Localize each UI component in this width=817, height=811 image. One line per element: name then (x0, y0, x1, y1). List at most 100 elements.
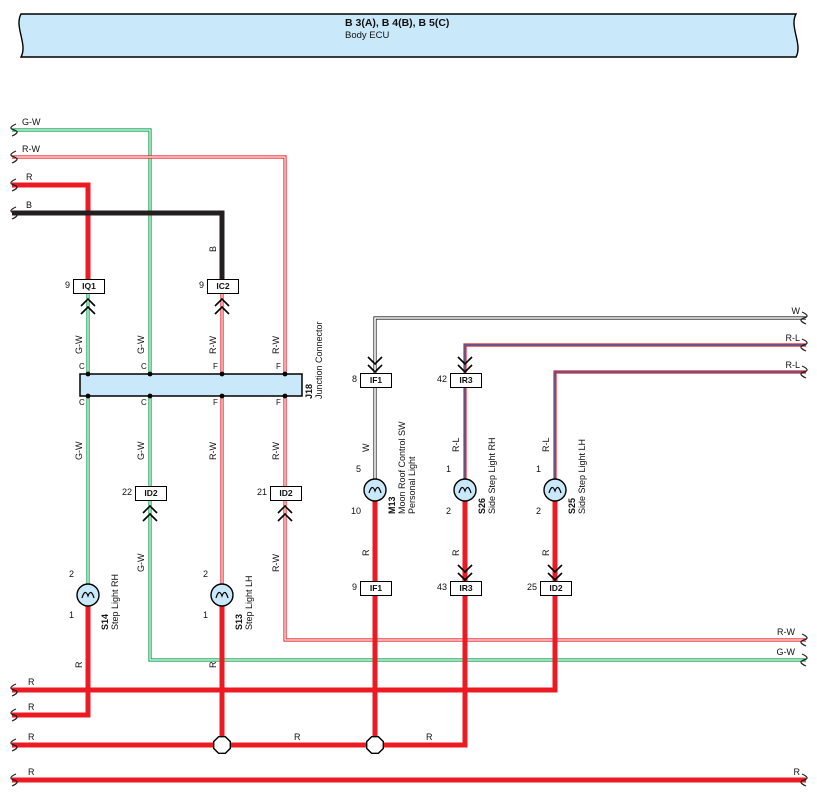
m13-desc: Moon Roof Control SW (397, 421, 407, 514)
wire-tag-c4-mid: R-W (271, 442, 281, 460)
pin-iq1: 9 (64, 280, 70, 290)
junction-connector-bar (79, 373, 303, 397)
s14-name: S14 (100, 613, 110, 630)
junction-desc: Junction Connector (314, 321, 324, 399)
bulb-s26 (453, 478, 477, 502)
pin-s26-top: 1 (445, 464, 451, 474)
right-label-r-bottom: R (793, 767, 801, 777)
pin-id2-22: 22 (121, 487, 132, 497)
pin-s25-bot: 2 (535, 506, 541, 516)
bulb-m13 (363, 478, 387, 502)
junction-dots (85, 371, 288, 399)
splice-octagon-2 (366, 736, 384, 754)
wire-tag-c5-top: W (361, 443, 371, 453)
wire-rl-col7 (553, 370, 806, 479)
connector-box-if1-9: IF1 (360, 581, 392, 596)
right-label-rw-exit: R-W (777, 627, 795, 637)
wire-tag-c4-low: R-W (271, 554, 281, 572)
connector-box-id2-21: ID2 (270, 486, 302, 501)
feed-label-gw: G-W (22, 117, 41, 127)
pin-m13-bot: 10 (350, 506, 361, 516)
s25-name: S25 (567, 497, 577, 514)
component-label-s13: S13 Step Light LH (234, 575, 254, 630)
j18-cavity-bot-4: F (276, 398, 281, 407)
component-label-m13: M13 Moon Roof Control SW Personal Light (387, 421, 417, 514)
connector-box-if1-8: IF1 (360, 373, 392, 388)
pin-m13-top: 5 (355, 464, 361, 474)
wire-tag-c7-top: R-L (541, 437, 551, 452)
component-label-s25: S25 Side Step Light LH (567, 439, 587, 514)
wire-tag-c3-top: R-W (208, 336, 218, 354)
ground-bus-label-b: R (426, 732, 433, 742)
s26-desc: Side Step Light RH (487, 437, 497, 514)
s25-desc: Side Step Light LH (577, 438, 587, 514)
connector-box-iq1: IQ1 (73, 279, 105, 294)
wire-r-col7-ground-bus (12, 595, 558, 693)
wire-b-feed (12, 210, 225, 279)
wire-w-col5 (373, 316, 806, 479)
pin-id2-25: 25 (526, 582, 537, 592)
s13-desc: Step Light LH (244, 575, 254, 630)
bulb-s14 (76, 583, 100, 607)
connector-box-ic2: IC2 (207, 279, 239, 294)
pin-s13-top: 2 (202, 569, 208, 579)
wire-tag-c5-gnd: R (361, 549, 371, 557)
wire-tag-c1-gnd: R (74, 661, 84, 669)
connector-box-ir3-43: IR3 (450, 581, 482, 596)
wire-tag-c3-b: B (208, 245, 218, 252)
pin-ir3-42: 42 (436, 374, 447, 384)
ground-label-r4: R (28, 767, 35, 777)
connector-box-id2-22: ID2 (135, 486, 167, 501)
pin-s25-top: 1 (535, 464, 541, 474)
wire-tag-c1-mid: G-W (74, 441, 84, 461)
component-label-s14: S14 Step Light RH (100, 574, 120, 630)
pin-ir3-43: 43 (436, 582, 447, 592)
connector-box-id2-25: ID2 (540, 581, 572, 596)
wire-r-col6-ground-bus (12, 595, 468, 748)
pin-s14-top: 2 (68, 569, 74, 579)
j18-cavity-top-2: C (141, 362, 147, 371)
right-label-rl2: R-L (785, 360, 800, 370)
ecu-banner-title: B 3(A), B 4(B), B 5(C) (345, 17, 450, 29)
right-label-w: W (791, 306, 801, 316)
feed-label-r: R (26, 172, 33, 182)
j18-cavity-top-1: C (79, 362, 85, 371)
pin-s26-bot: 2 (445, 506, 451, 516)
junction-connector-label: J18 Junction Connector (304, 321, 324, 399)
wire-tag-c6-gnd: R (451, 549, 461, 557)
pin-if1-8: 8 (351, 374, 357, 384)
junction-name: J18 (304, 383, 314, 399)
wire-tag-c7-gnd: R (541, 549, 551, 557)
ground-label-r3: R (28, 732, 35, 742)
pin-ic2: 9 (198, 280, 204, 290)
pin-s13-bot: 1 (202, 610, 208, 620)
s26-name: S26 (477, 497, 487, 514)
wire-tag-c3-mid: R-W (208, 442, 218, 460)
ground-label-r1: R (28, 677, 35, 687)
pin-s14-bot: 1 (68, 610, 74, 620)
ground-bus-label-a: R (294, 732, 301, 742)
wire-gw-feed (12, 128, 152, 486)
ecu-banner (18, 13, 799, 58)
pin-if1-9: 9 (351, 582, 357, 592)
j18-cavity-bot-1: C (79, 398, 85, 407)
chevron-arrows (80, 297, 563, 582)
right-label-rl1: R-L (785, 333, 800, 343)
j18-cavity-top-3: F (213, 362, 218, 371)
feed-label-b: B (26, 200, 33, 210)
ground-label-r2: R (28, 702, 35, 712)
s13-name: S13 (234, 613, 244, 630)
ecu-banner-subtitle: Body ECU (345, 30, 390, 41)
wire-tag-c2-low: G-W (136, 553, 146, 573)
wire-tag-c1-top: G-W (74, 335, 84, 355)
connector-box-ir3-42: IR3 (450, 373, 482, 388)
wire-tag-c6-top: R-L (451, 437, 461, 452)
j18-cavity-bot-2: C (141, 398, 147, 407)
m13-desc2: Personal Light (407, 456, 417, 514)
bulb-s13 (210, 583, 234, 607)
wire-r-feed (12, 182, 91, 279)
j18-cavity-top-4: F (276, 362, 281, 371)
bulb-s25 (543, 478, 567, 502)
